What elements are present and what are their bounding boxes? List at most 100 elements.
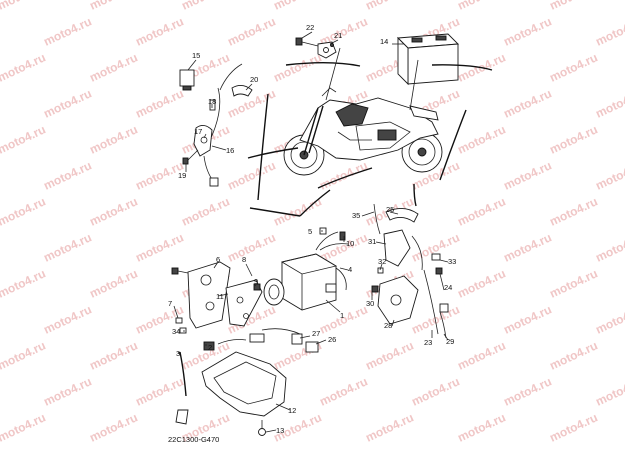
watermark-text: moto4.ru	[455, 410, 507, 444]
watermark-text: moto4.ru	[501, 302, 553, 336]
watermark-text: moto4.ru	[455, 266, 507, 300]
watermark-text: moto4.ru	[41, 230, 93, 264]
watermark-text: moto4.ru	[547, 0, 599, 13]
diagram-code: 22C1300-G470	[168, 435, 219, 444]
callout-8: 8	[242, 255, 246, 264]
watermark-text: moto4.ru	[0, 122, 48, 156]
watermark-text: moto4.ru	[0, 194, 48, 228]
watermark-text: moto4.ru	[593, 86, 625, 120]
callout-23: 23	[424, 338, 432, 347]
callout-19: 19	[178, 171, 186, 180]
motorcycle-drawing	[283, 87, 443, 176]
right-assembly-drawing	[371, 203, 449, 339]
callout-35: 35	[352, 211, 360, 220]
callout-7: 7	[168, 299, 172, 308]
watermark-text: moto4.ru	[133, 374, 185, 408]
watermark-text: moto4.ru	[0, 338, 48, 372]
callout-21: 21	[334, 31, 342, 40]
callout-30: 30	[366, 299, 374, 308]
watermark-text: moto4.ru	[363, 338, 415, 372]
watermark-text: moto4.ru	[87, 122, 139, 156]
watermark-text: moto4.ru	[225, 230, 277, 264]
watermark-text: moto4.ru	[0, 266, 48, 300]
watermark-text: moto4.ru	[547, 50, 599, 84]
callout-3: 3	[176, 349, 180, 358]
callout-18: 18	[208, 97, 216, 106]
watermark-text: moto4.ru	[455, 122, 507, 156]
watermark-text: moto4.ru	[41, 86, 93, 120]
battery-drawing	[396, 33, 460, 86]
callout-33: 33	[448, 257, 456, 266]
watermark-text: moto4.ru	[455, 0, 507, 13]
watermark-text: moto4.ru	[271, 194, 323, 228]
watermark-text: moto4.ru	[363, 0, 415, 13]
watermark-text: moto4.ru	[133, 86, 185, 120]
callout-27: 27	[312, 329, 320, 338]
callout-5: 5	[308, 227, 312, 236]
watermark-text: moto4.ru	[501, 158, 553, 192]
callout-6: 6	[216, 255, 220, 264]
watermark-text: moto4.ru	[41, 302, 93, 336]
callout-1: 1	[340, 311, 344, 320]
callout-17: 17	[194, 127, 202, 136]
callout-25: 25	[386, 205, 394, 214]
callout-12: 12	[288, 406, 296, 415]
watermark-text: moto4.ru	[41, 374, 93, 408]
callout-29: 29	[446, 337, 454, 346]
callout-2: 2	[208, 343, 212, 352]
watermark-text: moto4.ru	[593, 14, 625, 48]
watermark-text: moto4.ru	[41, 158, 93, 192]
sensor-group-drawing	[179, 63, 253, 187]
watermark-text: moto4.ru	[133, 230, 185, 264]
callout-22: 22	[306, 23, 314, 32]
hydraulic-unit-drawing	[171, 227, 349, 425]
watermark-text: moto4.ru	[87, 338, 139, 372]
watermark-text: moto4.ru	[87, 50, 139, 84]
callout-31: 31	[368, 237, 376, 246]
watermark-text: moto4.ru	[41, 14, 93, 48]
watermark-text: moto4.ru	[179, 0, 231, 13]
reference-lines	[247, 47, 493, 217]
bracket-drawing	[295, 37, 337, 59]
callout-4: 4	[348, 265, 352, 274]
watermark-text: moto4.ru	[501, 86, 553, 120]
watermark-text: moto4.ru	[179, 194, 231, 228]
watermark-text: moto4.ru	[271, 0, 323, 13]
watermark-text: moto4.ru	[455, 194, 507, 228]
watermark-text: moto4.ru	[87, 194, 139, 228]
callout-26: 26	[328, 335, 336, 344]
cover-drawing	[201, 351, 287, 436]
watermark-text: moto4.ru	[87, 266, 139, 300]
watermark-text: moto4.ru	[87, 0, 139, 13]
watermark-text: moto4.ru	[225, 158, 277, 192]
watermark-text: moto4.ru	[547, 194, 599, 228]
watermark-text: moto4.ru	[225, 14, 277, 48]
callout-16: 16	[226, 146, 234, 155]
callout-13: 13	[276, 426, 284, 435]
watermark-text: moto4.ru	[363, 410, 415, 444]
watermark-text: moto4.ru	[593, 158, 625, 192]
watermark-text: moto4.ru	[317, 158, 369, 192]
callout-14: 14	[380, 37, 388, 46]
callout-15: 15	[192, 51, 200, 60]
watermark-text: moto4.ru	[87, 410, 139, 444]
callout-24: 24	[444, 283, 452, 292]
watermark-text: moto4.ru	[0, 0, 48, 13]
callout-34: 34	[172, 327, 180, 336]
watermark-text: moto4.ru	[0, 410, 48, 444]
callout-labels: 1 2 3 4 5 6 7 8 9 10 11 12 13 14 15 16 1…	[168, 23, 456, 435]
watermark-text: moto4.ru	[501, 374, 553, 408]
callout-leaders	[173, 31, 449, 433]
watermark-text: moto4.ru	[409, 374, 461, 408]
callout-9: 9	[254, 277, 258, 286]
watermark-text: moto4.ru	[0, 50, 48, 84]
callout-11: 11	[216, 292, 224, 301]
watermark-text: moto4.ru	[133, 14, 185, 48]
watermark-text: moto4.ru	[501, 14, 553, 48]
watermark-text: moto4.ru	[593, 374, 625, 408]
watermark-text: moto4.ru	[547, 122, 599, 156]
watermark-text: moto4.ru	[593, 230, 625, 264]
watermark-text: moto4.ru	[547, 338, 599, 372]
watermark-text: moto4.ru	[317, 374, 369, 408]
